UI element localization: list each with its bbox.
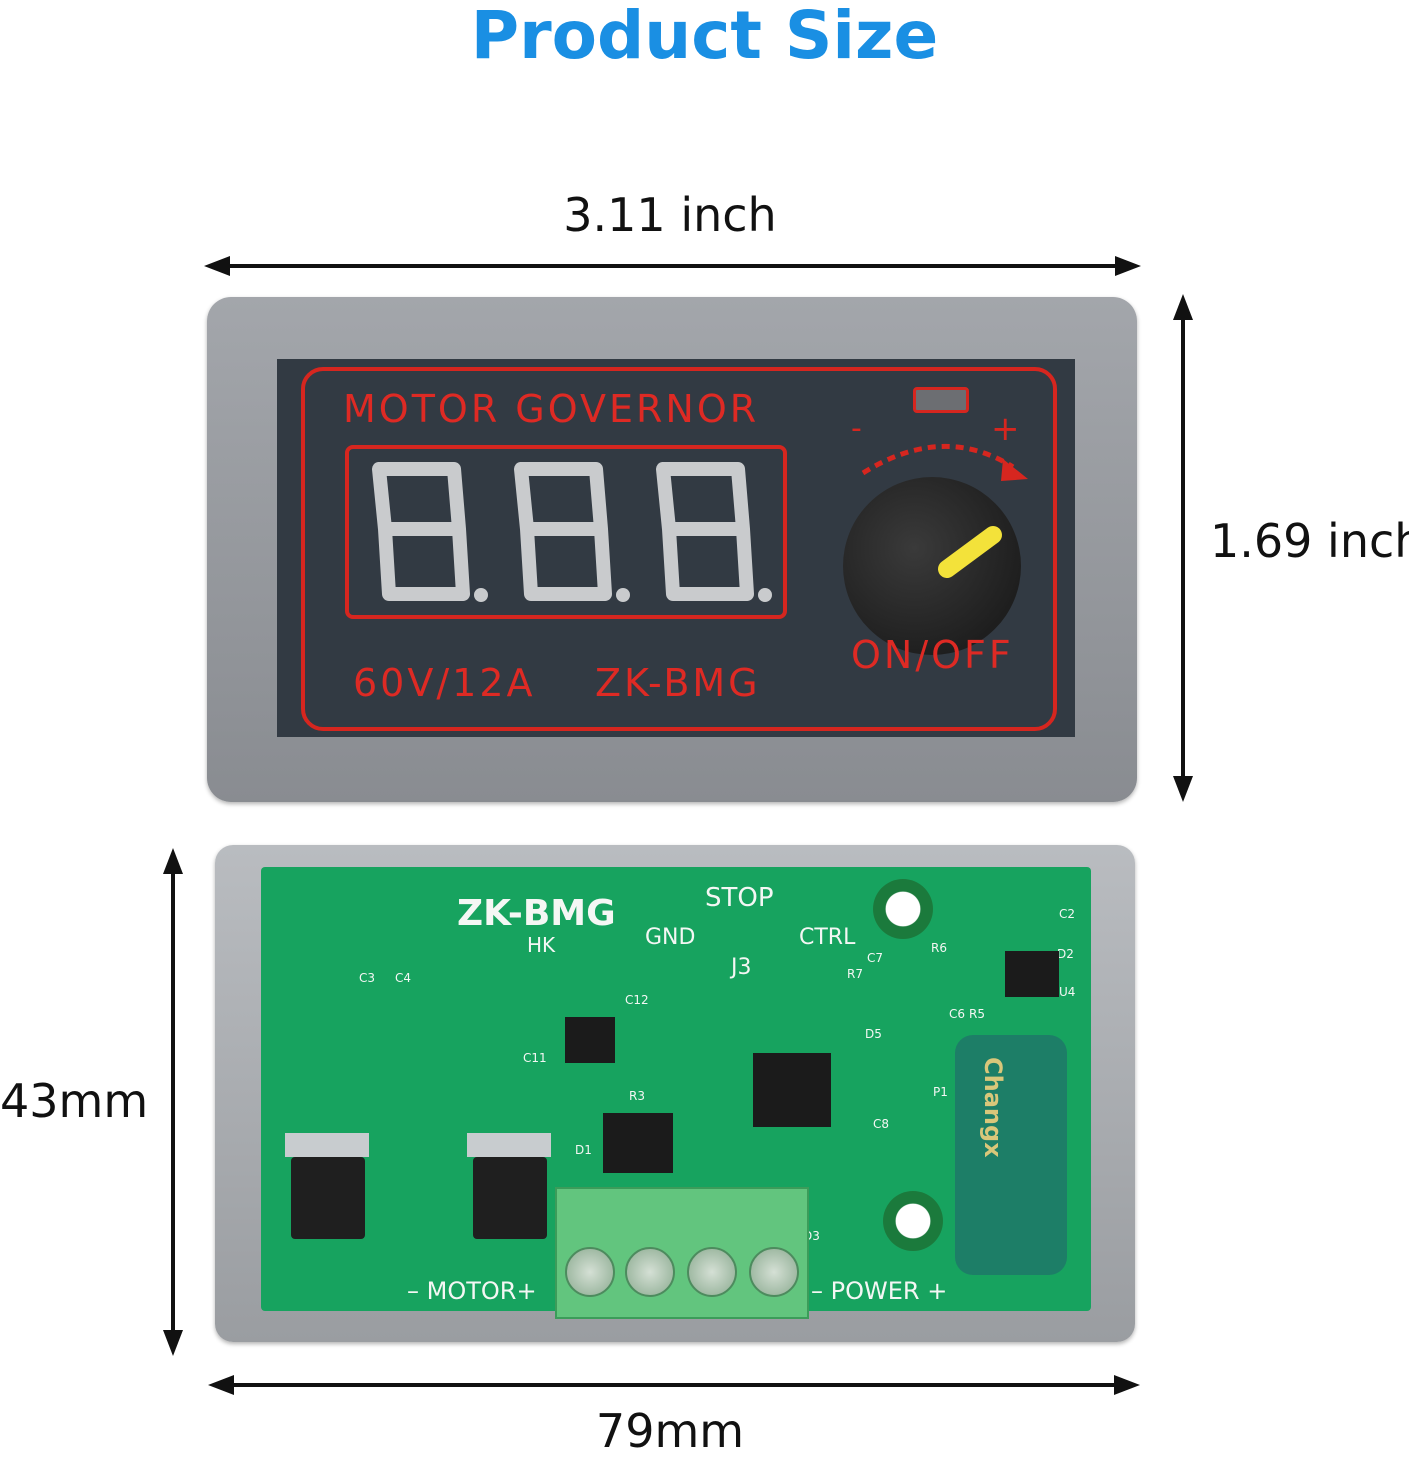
height-inch-label: 1.69 inch [1210,514,1409,568]
knob-plus-label: + [991,409,1020,449]
comp-label: R3 [629,1089,645,1103]
comp-label: R6 [931,941,947,955]
pcb-hk-label: HK [527,933,556,957]
comp-label: U4 [1059,985,1076,999]
pcb-stop-label: STOP [705,883,774,913]
small-capacitor [883,1191,943,1251]
regulator-chip [603,1113,673,1173]
height-mm-label: 43mm [0,1074,149,1128]
capacitor-brand-label: Changx [979,1057,1007,1158]
pcb-gnd-label: GND [645,925,696,950]
rating-label: 60V/12A [353,661,536,705]
screw-icon[interactable] [687,1247,737,1297]
power-terminal-label: – POWER + [811,1277,948,1305]
comp-label: P1 [933,1085,948,1099]
comp-label: C12 [625,993,649,1007]
front-panel-device: MOTOR GOVERNOR 60V/12A ZK-BMG - + [207,297,1137,802]
circuit-board: ZK-BMG HK STOP GND CTRL J3 C3 C4 C12 C11… [261,867,1091,1319]
width-arrow-bottom [208,1375,1140,1395]
ic-chip [1005,951,1059,997]
comp-label: C3 [359,971,376,985]
large-capacitor: Changx [955,1035,1067,1275]
knob-indicator-icon [938,526,1002,578]
knob-minus-label: - [851,411,862,446]
controller-chip [753,1053,831,1127]
comp-label: C2 [1059,907,1076,921]
on-off-label: ON/OFF [851,633,1014,677]
mosfet-tab [285,1133,369,1157]
mosfet-tab [467,1133,551,1157]
pcb-j3-label: J3 [731,955,752,980]
motor-terminal-label: – MOTOR+ [407,1277,537,1305]
power-led-icon [913,387,969,413]
pcb-model-label: ZK-BMG [457,893,616,934]
comp-label: C8 [873,1117,890,1131]
small-capacitor [873,879,933,939]
pcb-ctrl-label: CTRL [799,925,856,950]
panel-outline [301,367,1057,731]
height-arrow-right [1173,294,1193,802]
height-arrow-left [163,848,183,1356]
width-arrow-top [204,256,1141,276]
comp-label: R5 [969,1007,985,1021]
mosfet-q2 [473,1157,547,1239]
comp-label: R7 [847,967,863,981]
comp-label: C6 [949,1007,966,1021]
screw-terminal-block[interactable] [555,1187,809,1319]
mosfet-q1 [291,1157,365,1239]
pcb-device: ZK-BMG HK STOP GND CTRL J3 C3 C4 C12 C11… [215,845,1135,1342]
segment-digits [372,462,772,602]
width-mm-label: 79mm [595,1404,745,1458]
speed-arc-icon [861,443,1028,481]
motor-governor-label: MOTOR GOVERNOR [343,387,760,431]
width-inch-label: 3.11 inch [563,188,777,242]
comp-label: D2 [1057,947,1074,961]
seven-segment-display [345,445,787,619]
comp-label: C7 [867,951,884,965]
comp-label: C11 [523,1051,547,1065]
model-label: ZK-BMG [595,661,761,705]
screw-icon[interactable] [749,1247,799,1297]
ic-chip [565,1017,615,1063]
comp-label: C4 [395,971,412,985]
comp-label: D1 [575,1143,592,1157]
screw-icon[interactable] [565,1247,615,1297]
speed-knob[interactable] [843,477,1021,655]
screw-icon[interactable] [625,1247,675,1297]
comp-label: D5 [865,1027,882,1041]
page-title: Product Size [470,0,939,74]
front-panel-face: MOTOR GOVERNOR 60V/12A ZK-BMG - + [277,359,1075,737]
